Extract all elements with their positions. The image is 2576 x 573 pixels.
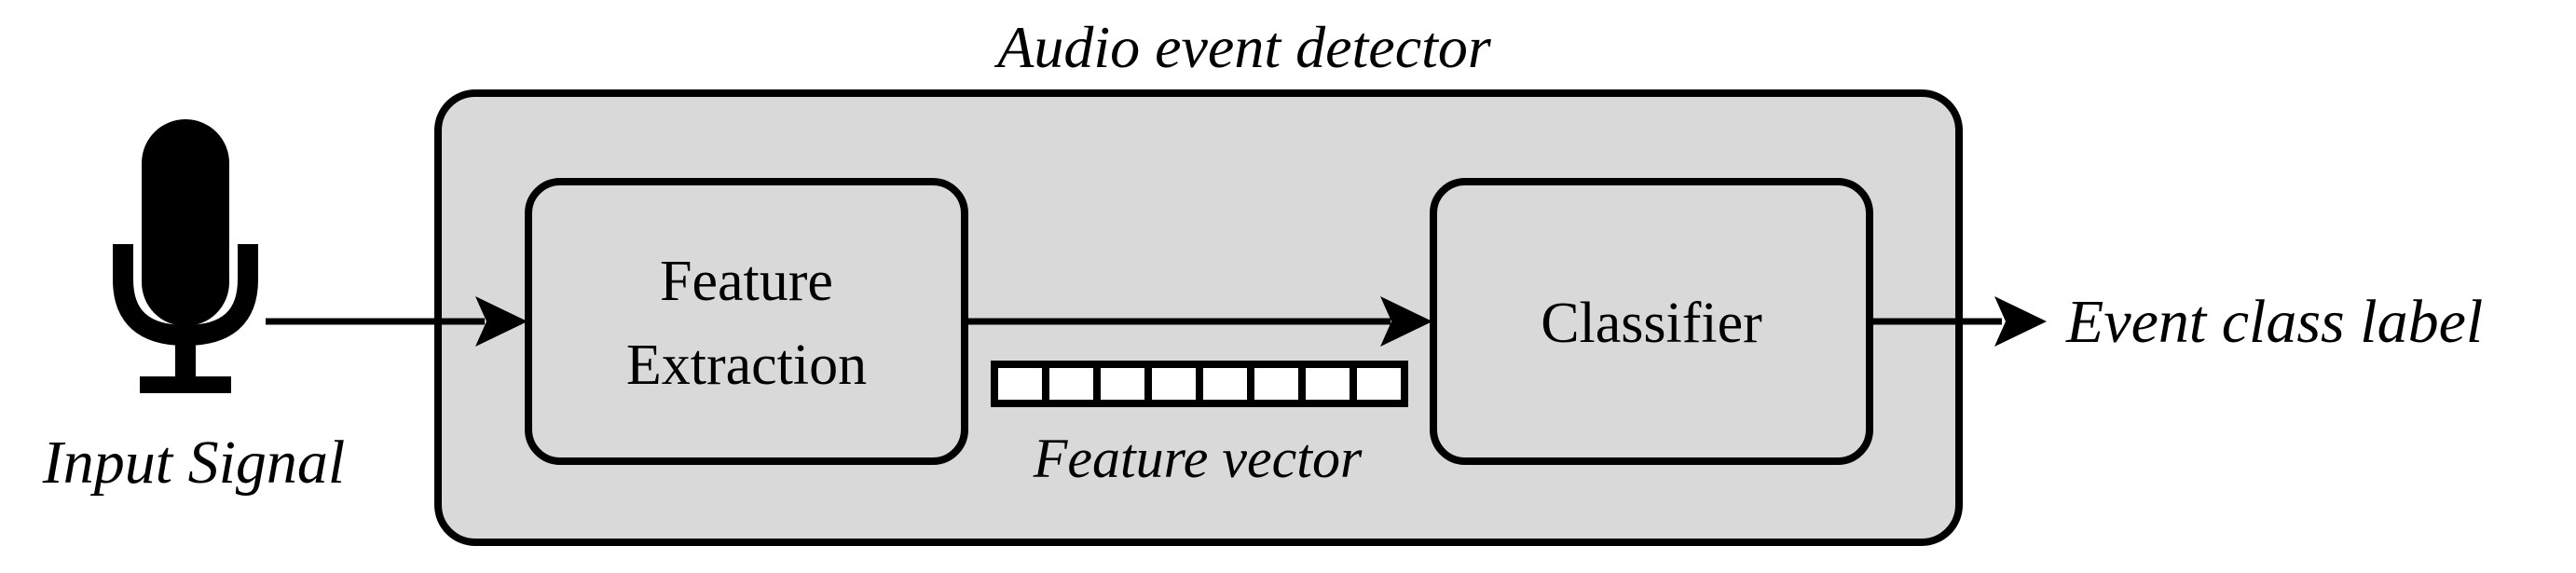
feature-extraction-block bbox=[525, 178, 968, 465]
event-class-label: Event class label bbox=[2065, 288, 2483, 356]
microphone-icon bbox=[113, 119, 258, 393]
feature-extraction-label-line2: Extraction bbox=[626, 334, 867, 397]
container-title: Audio event detector bbox=[993, 14, 1492, 80]
feature-vector-cell bbox=[1049, 368, 1093, 400]
arrow-input-to-feature bbox=[266, 296, 528, 347]
arrow-feature-to-classifier bbox=[965, 296, 1432, 347]
feature-vector-cell bbox=[1152, 368, 1196, 400]
feature-vector-cell bbox=[1254, 368, 1298, 400]
feature-vector-label: Feature vector bbox=[1033, 428, 1363, 489]
feature-vector-cell bbox=[1203, 368, 1247, 400]
classifier-label: Classifier bbox=[1541, 292, 1762, 355]
feature-vector-cell bbox=[1101, 368, 1144, 400]
input-signal-label: Input Signal bbox=[42, 429, 346, 497]
feature-vector-cell bbox=[1306, 368, 1350, 400]
arrow-classifier-to-output bbox=[1870, 296, 2047, 347]
feature-vector-cell bbox=[998, 368, 1042, 400]
feature-vector bbox=[991, 361, 1408, 407]
feature-extraction-label-line1: Feature bbox=[660, 250, 833, 313]
feature-vector-cell bbox=[1357, 368, 1401, 400]
